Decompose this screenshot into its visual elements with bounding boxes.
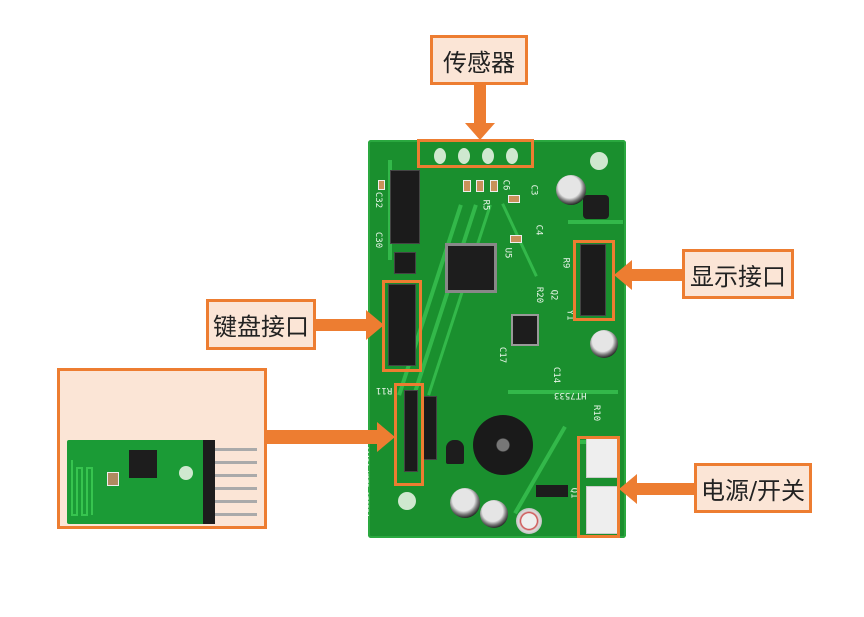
capacitor: [556, 175, 586, 205]
ble-pin: [215, 513, 257, 516]
silk-c6: C6: [500, 179, 511, 191]
ble-chip: [129, 450, 157, 478]
ble-pin: [215, 461, 257, 464]
antenna-trace: [71, 460, 93, 516]
transistor: [446, 440, 464, 464]
display-interface-label: 显示接口: [682, 249, 794, 299]
silk-c30: C30: [373, 231, 384, 249]
capacitor: [590, 330, 618, 358]
display-highlight: [573, 240, 615, 321]
buzzer: [473, 415, 533, 475]
silk-c17: C17: [497, 346, 508, 364]
sensor-pad: [458, 148, 470, 164]
ble-pin: [215, 448, 257, 451]
ble-module-image: [67, 440, 215, 524]
silk-ht7533: HT7533: [554, 390, 587, 400]
power-highlight: [577, 436, 620, 538]
sensor-pad: [506, 148, 518, 164]
capacitor: [450, 488, 480, 518]
smd-capacitor: [508, 195, 520, 203]
ble-header: [203, 440, 215, 524]
sensor-pad: [482, 148, 494, 164]
keyboard-header: [388, 284, 416, 366]
keyboard-interface-label: 键盘接口: [206, 299, 316, 350]
ble-mount-hole: [179, 466, 193, 480]
display-arrow: [614, 260, 684, 290]
ble-crystal: [107, 472, 119, 486]
silk-board-id: 144484-Y972-170224: [368, 441, 370, 517]
sensor-highlight: [417, 139, 534, 168]
display-interface-text: 显示接口: [690, 262, 786, 291]
keyboard-arrow: [316, 310, 384, 340]
main-pcb: C32 C30 C3 C4 C6 R5 U5 R9 R20 Q2 Y1 C17 …: [368, 140, 626, 538]
ble-header: [404, 390, 418, 472]
display-header: [580, 244, 606, 316]
silk-c3: C3: [528, 184, 539, 196]
power-switch-text: 电源/开关: [700, 476, 806, 505]
capacitor: [480, 500, 508, 528]
power-arrow: [619, 474, 695, 504]
silk-c14: C14: [551, 366, 562, 384]
header-small: [394, 252, 416, 274]
silk-r11: R11: [376, 385, 393, 395]
silk-c4: C4: [533, 224, 544, 236]
keyboard-highlight: [382, 280, 422, 372]
mounting-hole: [590, 152, 608, 170]
silk-u5: U5: [502, 247, 513, 259]
sensor-pad: [434, 148, 446, 164]
ble-highlight: [394, 383, 424, 486]
diode-q1: [536, 485, 568, 497]
smd-resistor: [490, 180, 498, 192]
ble-pin: [215, 500, 257, 503]
silk-r10: R10: [591, 404, 602, 422]
mcu-chip: [448, 246, 494, 290]
silk-r9: R9: [560, 257, 571, 269]
mounting-hole: [398, 492, 416, 510]
sensor-arrow: [465, 85, 495, 140]
sensor-label: 传感器: [430, 35, 528, 85]
smd-resistor: [476, 180, 484, 192]
sensor-label-text: 传感器: [443, 48, 515, 77]
ble-arrow: [267, 422, 395, 452]
smd-capacitor: [378, 180, 385, 190]
ble-pin: [215, 474, 257, 477]
smd-capacitor: [510, 235, 522, 243]
varistor: [516, 508, 542, 534]
silk-r20: R20: [534, 286, 545, 304]
power-switch-label: 电源/开关: [694, 463, 812, 513]
ble-pin: [215, 487, 257, 490]
keyboard-interface-text: 键盘接口: [213, 313, 309, 341]
silk-c32: C32: [373, 191, 384, 209]
header-top-left: [390, 170, 420, 244]
voltage-regulator: [583, 195, 609, 219]
ble-header-2: [423, 396, 437, 460]
switch-connector: [586, 486, 620, 534]
soic-chip: [513, 316, 537, 344]
silk-r5: R5: [480, 199, 491, 211]
silk-q2: Q2: [548, 289, 559, 301]
smd-resistor: [463, 180, 471, 192]
